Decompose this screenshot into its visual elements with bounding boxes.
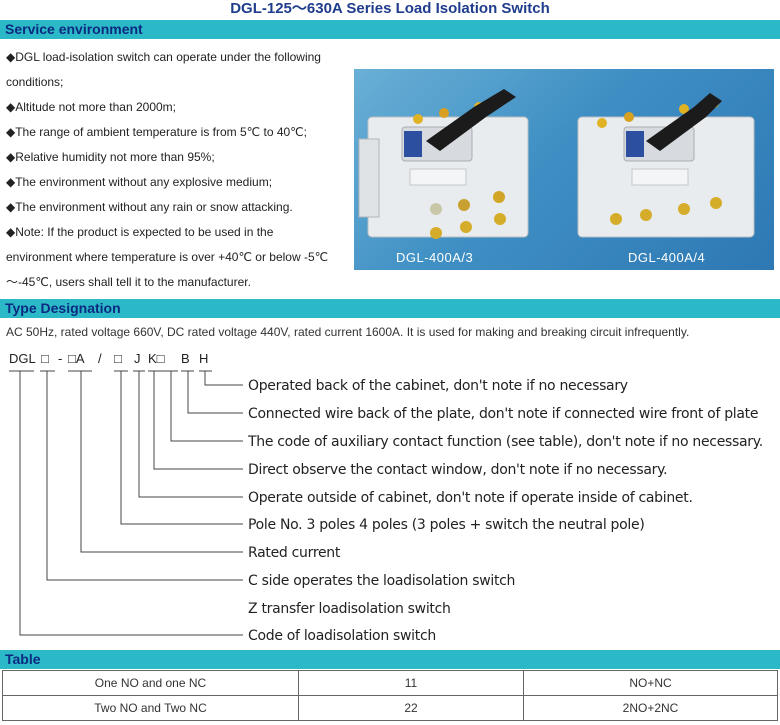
environment-line: ◆The environment without any explosive m… — [6, 175, 273, 189]
photo-label-3-pole: DGL-400A/3 — [396, 250, 474, 265]
designation-desc-c-side: C side operates the loadisolation switch — [248, 573, 516, 589]
designation-desc-code: Code of loadisolation switch — [248, 628, 436, 644]
section-type-designation: Type Designation — [0, 299, 780, 318]
designation-desc-z-transfer: Z transfer loadisolation switch — [248, 601, 451, 617]
code-prefix: DGL — [9, 351, 36, 366]
environment-line: ◆The environment without any rain or sno… — [6, 200, 293, 214]
code-k: K□ — [148, 351, 165, 366]
designation-desc-k: The code of auxiliary contact function (… — [248, 434, 763, 450]
designation-desc-b: Connected wire back of the plate, don't … — [248, 406, 759, 422]
code-j: J — [134, 351, 141, 366]
code-slot-current: □A — [68, 351, 85, 366]
code-slot-design: □ — [41, 351, 49, 366]
code-slash: / — [98, 351, 102, 366]
table-cell: One NO and one NC — [2, 670, 299, 696]
table-cell: 11 — [298, 670, 524, 696]
code-dash: - — [58, 351, 63, 366]
table-row: One NO and one NC 11 NO+NC — [2, 670, 778, 696]
section-service-environment: Service environment — [0, 20, 780, 39]
designation-desc-current: Rated current — [248, 545, 341, 561]
environment-line: environment where temperature is over +4… — [6, 250, 329, 264]
code-slot-poles: □ — [114, 351, 122, 366]
table-cell: NO+NC — [523, 670, 778, 696]
environment-line: ～-45℃, users shall tell it to the manufa… — [6, 275, 251, 289]
designation-desc-poles: Pole No. 3 poles 4 poles (3 poles + swit… — [248, 517, 645, 533]
environment-line: ◆Note: If the product is expected to be … — [6, 225, 274, 239]
designation-desc-j: Direct observe the contact window, don't… — [248, 462, 668, 478]
table-cell: 22 — [298, 695, 524, 721]
switch-illustration-icon — [358, 89, 755, 239]
code-h: H — [199, 351, 209, 366]
table-row: Two NO and Two NC 22 2NO+2NC — [2, 695, 778, 721]
product-photo: DGL-400A/3 DGL-400A/4 — [354, 69, 774, 270]
section-table: Table — [0, 650, 780, 669]
table-cell: 2NO+2NC — [523, 695, 778, 721]
environment-line: conditions; — [6, 75, 64, 89]
environment-line: ◆DGL load-isolation switch can operate u… — [6, 50, 321, 64]
environment-line: ◆The range of ambient temperature is fro… — [6, 125, 307, 139]
photo-label-4-pole: DGL-400A/4 — [628, 250, 706, 265]
designation-desc-outside: Operate outside of cabinet, don't note i… — [248, 490, 693, 506]
auxiliary-contact-table: One NO and one NC 11 NO+NC Two NO and Tw… — [2, 670, 778, 721]
environment-line: ◆Altitude not more than 2000m; — [6, 100, 176, 114]
type-designation-intro: AC 50Hz, rated voltage 660V, DC rated vo… — [6, 325, 690, 339]
environment-line: ◆Relative humidity not more than 95%; — [6, 150, 215, 164]
table-cell: Two NO and Two NC — [2, 695, 299, 721]
page-title: DGL-125～630A Series Load Isolation Switc… — [230, 0, 550, 17]
designation-desc-h: Operated back of the cabinet, don't note… — [248, 378, 628, 394]
code-b: B — [181, 351, 190, 366]
